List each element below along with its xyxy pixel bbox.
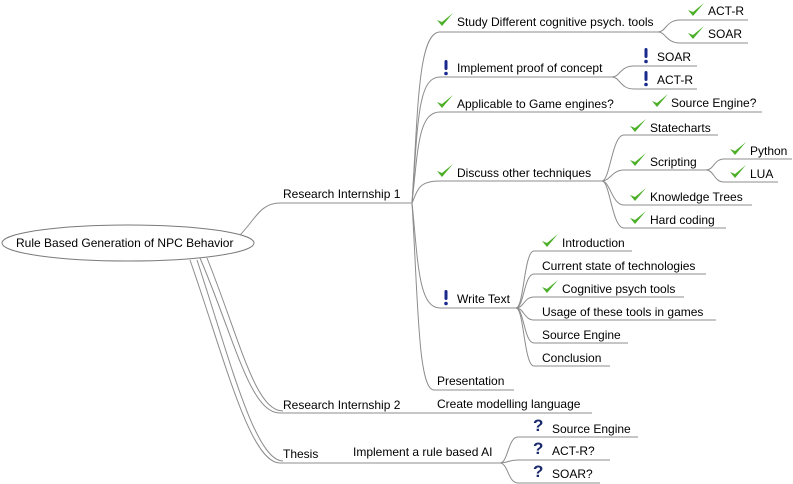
node-study[interactable]: Study Different cognitive psych. tools xyxy=(457,15,654,29)
node-introduction[interactable]: Introduction xyxy=(562,236,625,250)
node-impl-actr[interactable]: ACT-R xyxy=(657,73,693,87)
node-statecharts[interactable]: Statecharts xyxy=(650,121,711,135)
check-icon xyxy=(688,3,704,16)
node-write-text[interactable]: Write Text xyxy=(457,292,510,306)
node-study-actr[interactable]: ACT-R xyxy=(708,4,744,18)
link-applicable xyxy=(411,111,624,204)
node-modelling-language[interactable]: Create modelling language xyxy=(437,397,581,411)
node-knowledge-trees[interactable]: Knowledge Trees xyxy=(650,190,743,204)
node-research-internship-2[interactable]: Research Internship 2 xyxy=(283,398,401,412)
node-rule-based-ai[interactable]: Implement a rule based AI xyxy=(353,445,493,459)
link-ri1 xyxy=(239,202,412,236)
check-icon xyxy=(437,164,453,177)
node-source-engine[interactable]: Source Engine xyxy=(542,328,621,342)
check-icon xyxy=(630,211,646,224)
node-usage[interactable]: Usage of these tools in games xyxy=(542,305,704,319)
node-thesis-soar[interactable]: SOAR? xyxy=(552,467,593,481)
link-thesis xyxy=(189,259,325,464)
check-icon xyxy=(730,165,746,178)
exclamation-icon xyxy=(644,71,648,87)
check-icon xyxy=(652,94,668,107)
node-study-soar[interactable]: SOAR xyxy=(708,27,743,41)
node-presentation[interactable]: Presentation xyxy=(437,374,505,388)
node-research-internship-1[interactable]: Research Internship 1 xyxy=(283,187,401,201)
check-icon xyxy=(630,119,646,132)
link-write xyxy=(411,202,516,309)
link-ri2 xyxy=(199,257,412,414)
node-conclusion[interactable]: Conclusion xyxy=(542,351,602,365)
check-icon xyxy=(542,280,558,293)
exclamation-icon xyxy=(644,48,648,64)
node-thesis-actr[interactable]: ACT-R? xyxy=(552,444,595,458)
root-node-outline xyxy=(1,224,255,262)
check-icon xyxy=(730,142,746,155)
node-impl-soar[interactable]: SOAR xyxy=(657,50,692,64)
check-icon xyxy=(630,153,646,166)
node-current-state[interactable]: Current state of technologies xyxy=(542,259,696,273)
node-scripting[interactable]: Scripting xyxy=(650,155,697,169)
node-discuss[interactable]: Discuss other techniques xyxy=(457,166,592,180)
link-implement xyxy=(411,76,612,204)
node-cognitive-tools[interactable]: Cognitive psych tools xyxy=(562,282,676,296)
node-thesis[interactable]: Thesis xyxy=(283,447,319,461)
node-thesis-source-engine[interactable]: Source Engine xyxy=(552,422,631,436)
check-icon xyxy=(437,95,453,108)
exclamation-icon xyxy=(444,60,448,76)
node-implement[interactable]: Implement proof of concept xyxy=(457,61,603,75)
node-lua[interactable]: LUA xyxy=(750,167,774,181)
question-icon: ? xyxy=(533,416,544,435)
node-source-engine-q[interactable]: Source Engine? xyxy=(671,96,757,110)
root-node[interactable]: Rule Based Generation of NPC Behavior xyxy=(16,236,234,250)
link-discuss xyxy=(411,180,602,204)
node-applicable[interactable]: Applicable to Game engines? xyxy=(457,97,614,111)
question-icon: ? xyxy=(533,439,544,458)
check-icon xyxy=(688,26,704,39)
check-icon xyxy=(542,234,558,247)
link-presentation xyxy=(411,202,514,391)
question-icon: ? xyxy=(533,462,544,481)
exclamation-icon xyxy=(444,290,448,306)
node-python[interactable]: Python xyxy=(750,144,788,158)
check-icon xyxy=(630,188,646,201)
check-icon xyxy=(437,13,453,26)
node-hard-coding[interactable]: Hard coding xyxy=(650,213,715,227)
